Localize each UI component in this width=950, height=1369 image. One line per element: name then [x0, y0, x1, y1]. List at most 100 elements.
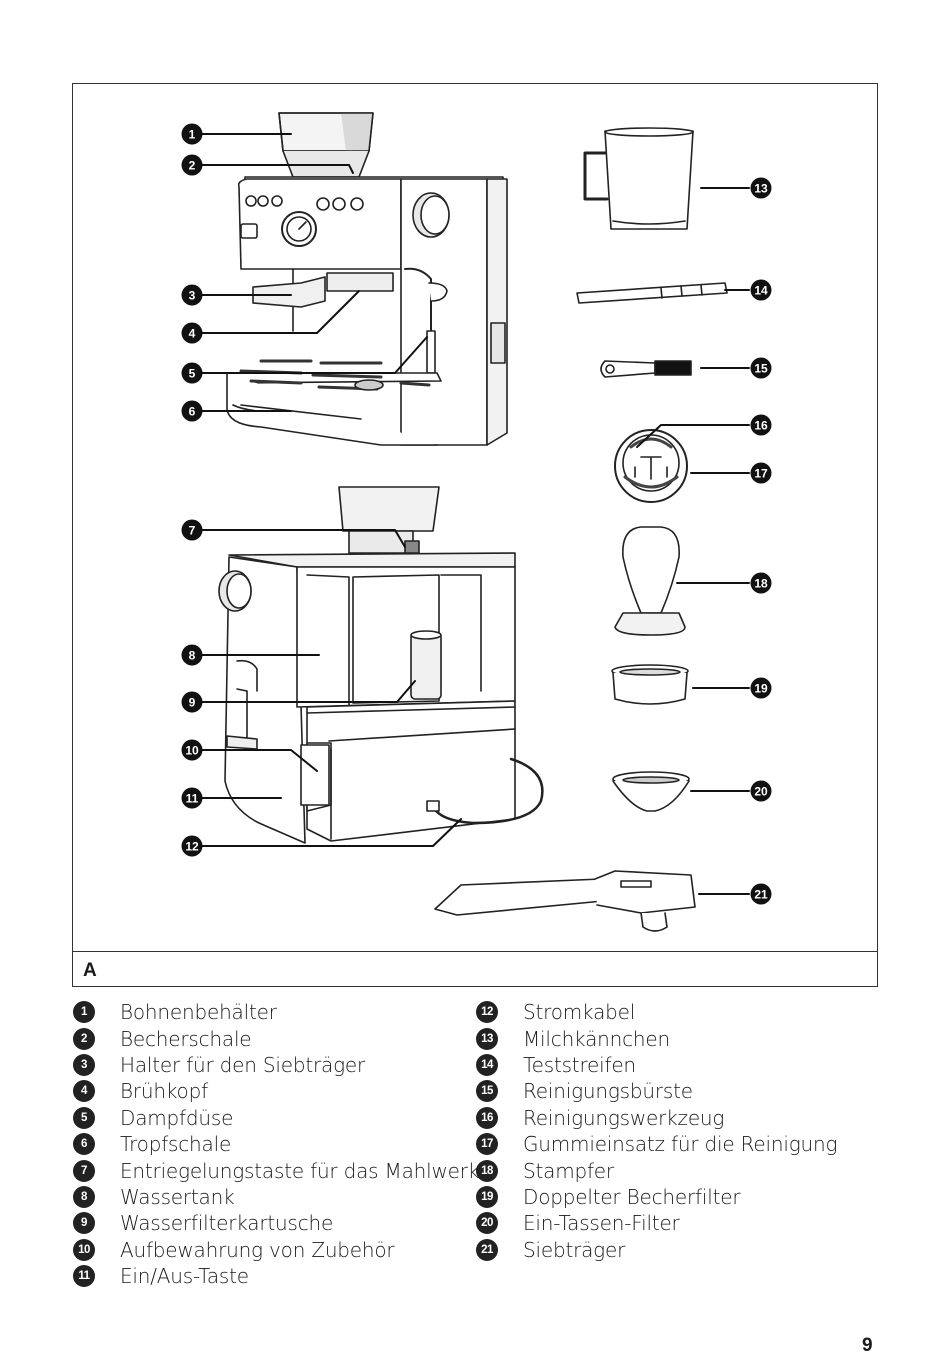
svg-text:15: 15: [754, 362, 768, 376]
callout-19: 19: [750, 677, 772, 699]
front-machine: [200, 112, 508, 446]
svg-text:12: 12: [185, 840, 199, 854]
callout-4: 4: [181, 322, 203, 344]
svg-text:11: 11: [186, 792, 199, 806]
svg-text:17: 17: [754, 467, 768, 481]
legend-number: 6: [73, 1133, 95, 1156]
svg-text:8: 8: [189, 649, 196, 663]
legend-number: 7: [73, 1159, 95, 1182]
legend-label: Teststreifen: [523, 1052, 636, 1077]
legend-item: 14 Teststreifen: [476, 1052, 837, 1078]
callout-17: 17: [750, 462, 772, 484]
figure-caption-bar: A: [73, 951, 877, 988]
legend-number: 20: [476, 1212, 498, 1235]
legend-item: 15 Reinigungsbürste: [476, 1078, 837, 1104]
legend-number: 12: [476, 1001, 498, 1024]
accessories: [434, 127, 750, 932]
page-number: 9: [862, 1335, 873, 1356]
machine-illustration: 1 2 3 4 5 6 7 8 9 10 11 12 13 14 15 16 1…: [181, 112, 772, 932]
legend-number: 1: [73, 1001, 95, 1024]
svg-text:10: 10: [185, 744, 199, 758]
legend-label: Gummieinsatz für die Reinigung: [523, 1132, 838, 1157]
legend-item: 18 Stampfer: [476, 1157, 837, 1183]
legend-label: Wasserfilterkartusche: [120, 1211, 334, 1236]
legend-item: 7 Entriegelungstaste für das Mahlwerk: [73, 1157, 479, 1183]
legend-number: 19: [476, 1185, 498, 1208]
legend-label: Milchkännchen: [523, 1026, 670, 1051]
legend-label: Ein-Tassen-Filter: [523, 1211, 680, 1236]
legend-item: 5 Dampfdüse: [73, 1105, 479, 1131]
callout-18: 18: [750, 572, 772, 594]
callout-15: 15: [750, 357, 772, 379]
callout-1: 1: [181, 123, 203, 145]
legend-item: 13 Milchkännchen: [476, 1025, 837, 1051]
callouts: 1 2 3 4 5 6 7 8 9 10 11 12 13 14 15 16 1…: [181, 123, 772, 905]
legend-number: 21: [476, 1238, 498, 1261]
callout-10: 10: [181, 739, 203, 761]
legend-number: 13: [476, 1027, 498, 1050]
callout-14: 14: [750, 279, 772, 301]
legend-label: Brühkopf: [120, 1079, 208, 1104]
svg-text:14: 14: [754, 284, 768, 298]
legend-number: 3: [73, 1053, 95, 1076]
legend-number: 4: [73, 1080, 95, 1103]
legend-number: 5: [73, 1106, 95, 1129]
legend-item: 4 Brühkopf: [73, 1078, 479, 1104]
legend-item: 6 Tropfschale: [73, 1131, 479, 1157]
svg-text:13: 13: [754, 182, 768, 196]
svg-text:2: 2: [189, 159, 196, 173]
legend-label: Tropfschale: [120, 1132, 232, 1157]
callout-6: 6: [181, 400, 203, 422]
legend-label: Reinigungsbürste: [523, 1079, 693, 1104]
callout-12: 12: [181, 835, 203, 857]
legend-label: Ein/Aus-Taste: [120, 1264, 249, 1289]
legend-number: 18: [476, 1159, 498, 1182]
callout-3: 3: [181, 284, 203, 306]
legend-label: Doppelter Becherfilter: [523, 1184, 741, 1209]
svg-text:1: 1: [189, 128, 196, 142]
legend-number: 11: [73, 1265, 95, 1288]
callout-9: 9: [181, 691, 203, 713]
legend-number: 16: [476, 1106, 498, 1129]
svg-text:6: 6: [189, 405, 196, 419]
legend-item: 21 Siebträger: [476, 1237, 837, 1263]
svg-text:20: 20: [754, 785, 768, 799]
legend-label: Siebträger: [523, 1237, 626, 1262]
legend-label: Entriegelungstaste für das Mahlwerk: [120, 1158, 480, 1183]
legend-number: 15: [476, 1080, 498, 1103]
callout-21: 21: [750, 883, 772, 905]
svg-text:4: 4: [189, 327, 196, 341]
legend-label: Becherschale: [120, 1026, 252, 1051]
legend-label: Dampfdüse: [120, 1105, 234, 1130]
legend-label: Wassertank: [120, 1184, 235, 1209]
legend-item: 20 Ein-Tassen-Filter: [476, 1210, 837, 1236]
svg-text:9: 9: [189, 696, 196, 710]
callout-7: 7: [181, 519, 203, 541]
legend-label: Reinigungswerkzeug: [523, 1105, 725, 1130]
legend-item: 16 Reinigungswerkzeug: [476, 1105, 837, 1131]
legend-number: 14: [476, 1053, 498, 1076]
legend-item: 11 Ein/Aus-Taste: [73, 1263, 479, 1289]
svg-text:21: 21: [754, 888, 768, 902]
rear-machine: [200, 486, 544, 847]
svg-text:3: 3: [189, 289, 196, 303]
legend-label: Stampfer: [523, 1158, 614, 1183]
callout-5: 5: [181, 362, 203, 384]
legend-label: Aufbewahrung von Zubehör: [120, 1237, 395, 1262]
callout-13: 13: [750, 177, 772, 199]
figure-frame: 1 2 3 4 5 6 7 8 9 10 11 12 13 14 15 16 1…: [72, 83, 878, 987]
callout-11: 11: [181, 787, 203, 809]
callout-8: 8: [181, 644, 203, 666]
svg-text:19: 19: [754, 682, 768, 696]
svg-text:7: 7: [189, 524, 196, 538]
callout-20: 20: [750, 780, 772, 802]
